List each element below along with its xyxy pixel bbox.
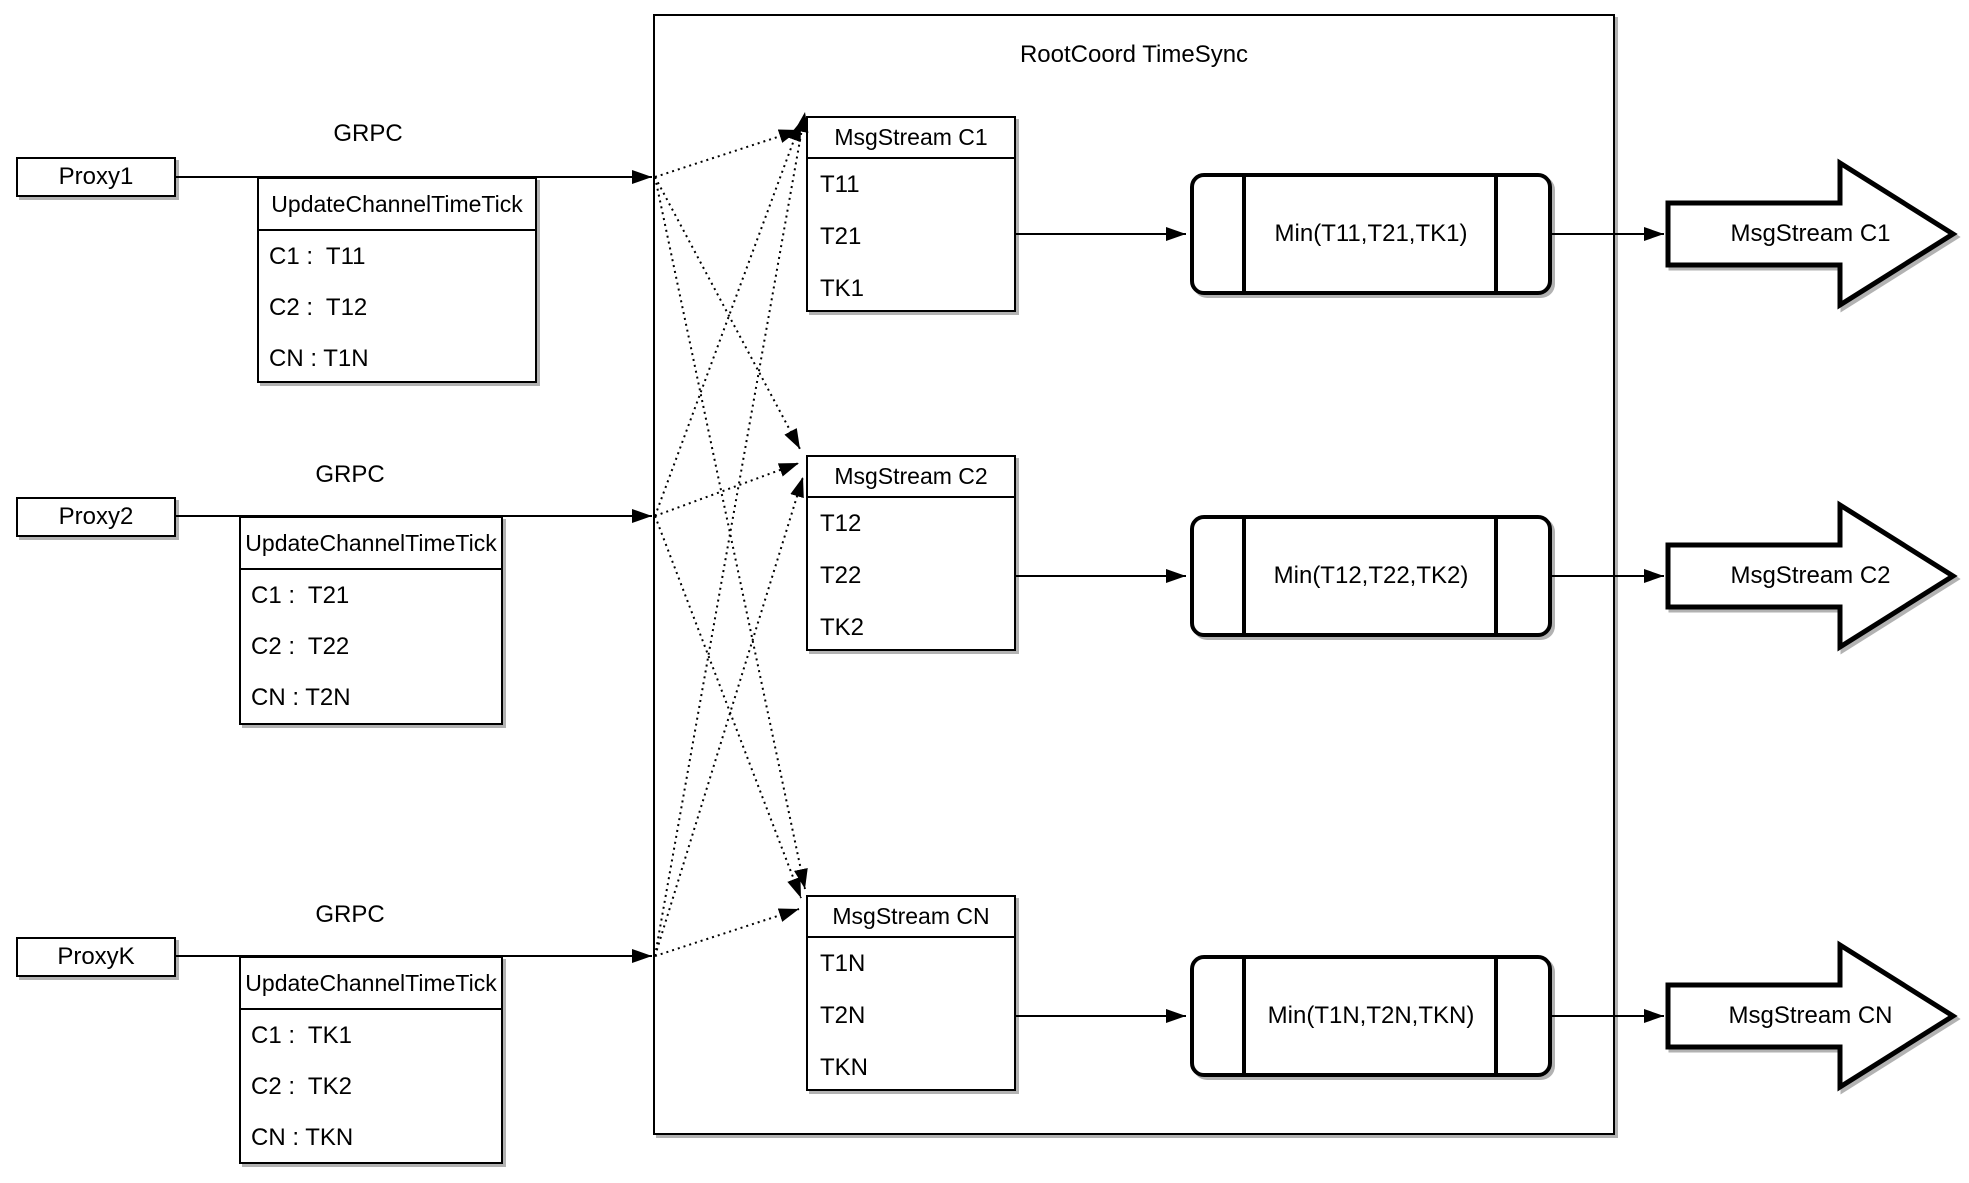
- update-table-3-row-2: C2 : TK2: [251, 1072, 352, 1100]
- min-box-3-left-bar: [1242, 959, 1246, 1073]
- proxy-box-3: ProxyK: [16, 937, 176, 977]
- stream-table-2-row-1: T12: [820, 510, 862, 537]
- rootcoord-box: [653, 14, 1615, 1135]
- output-arrow-1-label: MsgStream C1: [1730, 220, 1891, 247]
- grpc-label-2: GRPC: [315, 461, 385, 488]
- update-table-3-header: UpdateChannelTimeTick: [241, 958, 501, 1010]
- stream-table-3-row-3: TKN: [820, 1054, 868, 1081]
- stream-table-3-header: MsgStream CN: [808, 897, 1014, 938]
- stream-table-1-header: MsgStream C1: [808, 118, 1014, 159]
- update-table-1-row-1: C1 : T11: [269, 242, 366, 270]
- stream-table-3: MsgStream CN T1N T2N TKN: [806, 895, 1016, 1091]
- proxy-box-2: Proxy2: [16, 497, 176, 537]
- min-box-2-right-bar: [1494, 519, 1498, 633]
- min-box-1-left-bar: [1242, 177, 1246, 291]
- min-box-1-right-bar: [1494, 177, 1498, 291]
- min-box-1-label: Min(T11,T21,TK1): [1274, 220, 1468, 247]
- min-box-3: Min(T1N,T2N,TKN): [1190, 955, 1552, 1077]
- min-box-1: Min(T11,T21,TK1): [1190, 173, 1552, 295]
- stream-table-2-row-3: TK2: [820, 614, 865, 641]
- output-arrow-2-label: MsgStream C2: [1730, 562, 1891, 589]
- stream-table-1-row-1: T11: [820, 171, 860, 198]
- stream-table-1: MsgStream C1 T11 T21 TK1: [806, 116, 1016, 312]
- stream-table-2: MsgStream C2 T12 T22 TK2: [806, 455, 1016, 651]
- update-table-3-row-1: C1 : TK1: [251, 1021, 352, 1049]
- update-table-1-row-2: C2 : T12: [269, 293, 368, 321]
- update-table-1: UpdateChannelTimeTick C1 : T11 C2 : T12 …: [257, 177, 537, 383]
- min-box-2-label: Min(T12,T22,TK2): [1273, 562, 1469, 589]
- update-table-1-row-3: CN : T1N: [269, 344, 369, 372]
- grpc-label-1: GRPC: [333, 120, 403, 147]
- proxy-label-1: Proxy1: [58, 163, 134, 190]
- update-table-2-row-2: C2 : T22: [251, 632, 350, 660]
- min-box-2-left-bar: [1242, 519, 1246, 633]
- update-table-2-header: UpdateChannelTimeTick: [241, 518, 501, 570]
- grpc-label-3: GRPC: [315, 901, 385, 928]
- stream-table-3-row-2: T2N: [820, 1002, 866, 1029]
- update-table-2-row-3: CN : T2N: [251, 683, 351, 711]
- stream-table-2-row-2: T22: [820, 562, 862, 589]
- min-box-3-right-bar: [1494, 959, 1498, 1073]
- update-table-2: UpdateChannelTimeTick C1 : T21 C2 : T22 …: [239, 516, 503, 725]
- stream-table-1-row-3: TK1: [820, 275, 865, 302]
- proxy-label-2: Proxy2: [58, 503, 134, 530]
- stream-table-2-header: MsgStream C2: [808, 457, 1014, 498]
- min-box-2: Min(T12,T22,TK2): [1190, 515, 1552, 637]
- rootcoord-title: RootCoord TimeSync: [1019, 41, 1249, 68]
- min-box-3-label: Min(T1N,T2N,TKN): [1267, 1002, 1475, 1029]
- update-table-2-row-1: C1 : T21: [251, 581, 350, 609]
- stream-table-3-row-1: T1N: [820, 950, 866, 977]
- update-table-3: UpdateChannelTimeTick C1 : TK1 C2 : TK2 …: [239, 956, 503, 1164]
- stream-table-1-row-2: T21: [820, 223, 862, 250]
- output-arrow-3-label: MsgStream CN: [1728, 1002, 1893, 1029]
- update-table-3-row-3: CN : TKN: [251, 1123, 354, 1151]
- proxy-box-1: Proxy1: [16, 157, 176, 197]
- proxy-label-3: ProxyK: [57, 943, 135, 970]
- update-table-1-header: UpdateChannelTimeTick: [259, 179, 535, 231]
